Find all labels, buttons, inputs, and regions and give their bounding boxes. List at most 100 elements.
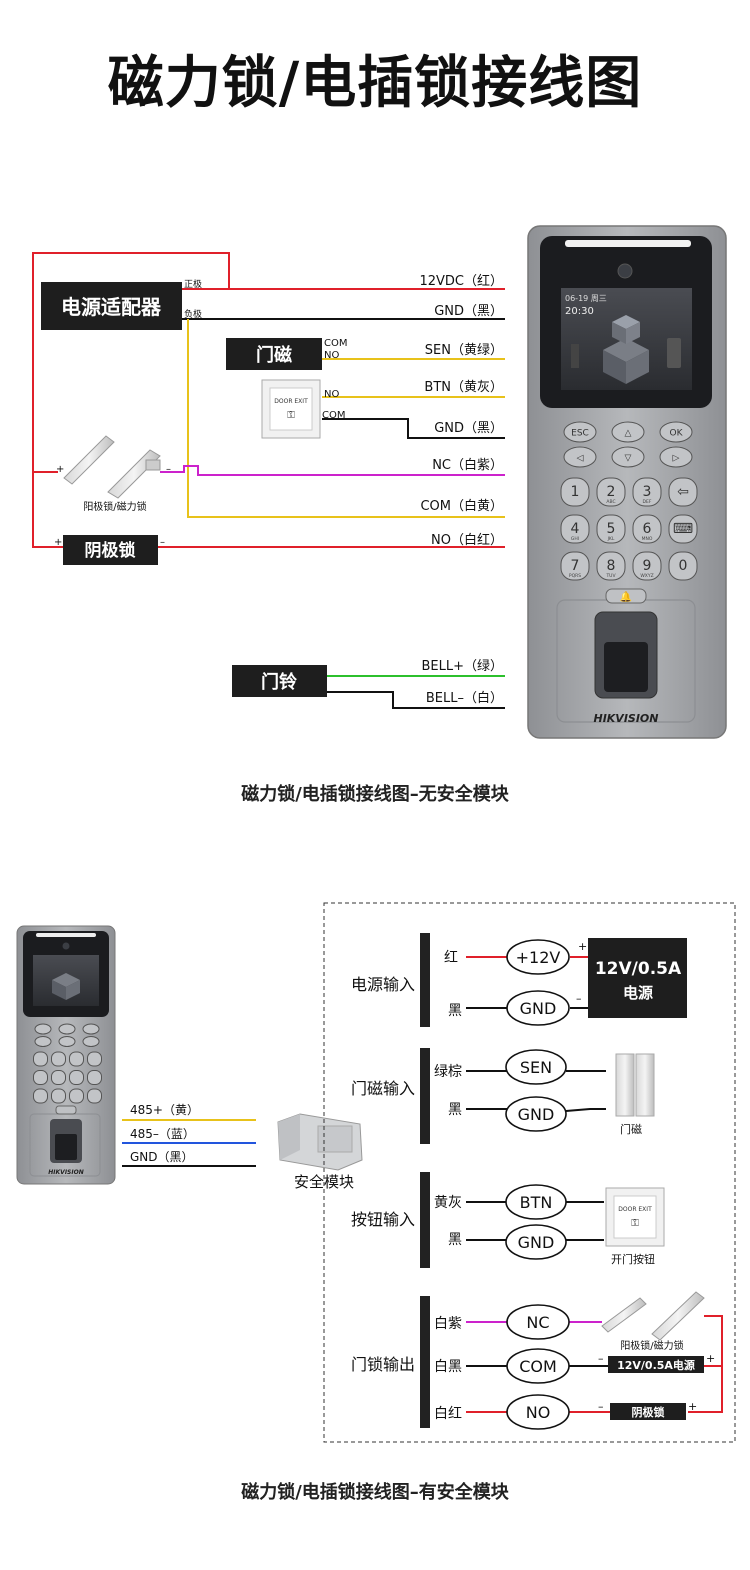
key-label: OK xyxy=(670,429,684,439)
terminal-nc: NC xyxy=(526,1313,549,1332)
key-fn-2[interactable] xyxy=(82,1023,100,1035)
key-fn-0[interactable] xyxy=(34,1023,52,1035)
psu-minus: – xyxy=(576,992,582,1005)
key-num-3[interactable]: ⇦ xyxy=(668,477,698,507)
terminal-com: COM xyxy=(519,1357,557,1376)
key-num-8[interactable] xyxy=(33,1088,48,1104)
key-nav-2[interactable] xyxy=(82,1036,100,1047)
key-sublabel: JKL xyxy=(607,536,615,542)
key-nav-1[interactable] xyxy=(58,1036,76,1047)
cathode2-minus: – xyxy=(598,1400,604,1413)
key-num-9[interactable] xyxy=(51,1088,66,1104)
key-num-1[interactable] xyxy=(51,1051,66,1067)
key-num-2[interactable] xyxy=(69,1051,84,1067)
doorbell-box xyxy=(232,665,327,697)
key-num-5[interactable] xyxy=(51,1070,66,1085)
wire-label-sen: SEN（黄绿） xyxy=(425,343,503,358)
lock-caption-2: 阳极锁/磁力锁 xyxy=(620,1339,683,1352)
key-num-11[interactable]: 0 xyxy=(668,551,698,581)
security-module-terminal-frame xyxy=(323,902,736,1443)
lock-output-label: 门锁输出 xyxy=(351,1355,415,1374)
key-num-0[interactable] xyxy=(33,1051,48,1067)
key-sublabel: DEF xyxy=(643,499,652,505)
key-label: ▷ xyxy=(673,454,680,464)
screen-date: 06-19 周三 xyxy=(565,294,607,303)
exit-button-icon-2: DOOR EXIT ⚿ xyxy=(605,1187,665,1247)
psu2-label: 12V/0.5A电源 xyxy=(617,1358,695,1372)
doorbell-button[interactable] xyxy=(605,588,647,604)
key-num-10[interactable] xyxy=(69,1088,84,1104)
caption-with-module: 磁力锁/电插锁接线图–有安全模块 xyxy=(241,1482,509,1503)
security-module-icon xyxy=(277,1113,363,1171)
rs485-gnd: GND（黑） xyxy=(130,1150,194,1164)
brand-logo-small: HIKVISION xyxy=(48,1169,83,1176)
terminal-gnd-door: GND xyxy=(518,1105,555,1124)
key-sublabel: WXYZ xyxy=(640,573,653,579)
key-fn-1[interactable]: △ xyxy=(611,421,645,443)
power-adapter-box xyxy=(41,282,182,330)
wire-label-gnd2: GND（黑） xyxy=(434,421,503,436)
key-num-4[interactable] xyxy=(33,1070,48,1085)
key-nav-2[interactable]: ▷ xyxy=(659,446,693,468)
key-num-0[interactable]: 1 xyxy=(560,477,590,507)
key-label: ◁ xyxy=(577,454,584,464)
adapter-positive-label: 正极 xyxy=(184,278,202,290)
wire-label-btn: BTN（黄灰） xyxy=(424,380,503,395)
screen-door-icon xyxy=(667,338,681,368)
key-num-3[interactable] xyxy=(87,1051,102,1067)
door-sensor-com: COM xyxy=(324,338,347,349)
key-label: △ xyxy=(625,429,632,439)
wire-color-red: 红 xyxy=(444,950,458,966)
key-fn-2[interactable]: OK xyxy=(659,421,693,443)
magnetic-lock-icon xyxy=(63,435,161,499)
lock-minus: – xyxy=(166,464,171,475)
fingerprint-sensor[interactable] xyxy=(604,642,648,692)
key-sublabel: PQRS xyxy=(569,573,581,579)
rs485-plus: 485+（黄） xyxy=(130,1103,199,1117)
lock-caption: 阳极锁/磁力锁 xyxy=(83,500,146,513)
key-sublabel: ABC xyxy=(606,499,615,505)
wire-label-nc: NC（白紫） xyxy=(432,457,503,473)
key-label: 7 xyxy=(571,558,580,574)
rs485-minus: 485–（蓝） xyxy=(130,1127,195,1141)
key-num-11[interactable] xyxy=(87,1088,102,1104)
key-fn-1[interactable] xyxy=(58,1023,76,1035)
terminal-12v: +12V xyxy=(516,948,561,967)
wire-color-black-3: 黑 xyxy=(448,1232,462,1248)
cathode2-plus: + xyxy=(688,1400,697,1413)
key-nav-0[interactable]: ◁ xyxy=(563,446,597,468)
wire-label-com: COM（白黄） xyxy=(420,498,503,514)
key-num-7[interactable]: ⌨ xyxy=(668,514,698,544)
screen-time: 20:30 xyxy=(565,306,594,317)
psu-plus: + xyxy=(578,940,587,953)
wire-label-gnd: GND（黑） xyxy=(434,304,503,319)
key-num-7[interactable] xyxy=(87,1070,102,1085)
door-sensor-box xyxy=(226,338,322,370)
bell-icon: 🔔 xyxy=(620,591,632,603)
button-input-label: 按钮输入 xyxy=(351,1210,415,1229)
key-fn-0[interactable]: ESC xyxy=(563,421,597,443)
doorbell-label: 门铃 xyxy=(261,671,297,693)
cathode-lock-box xyxy=(63,535,158,565)
door-sensor-caption: 门磁 xyxy=(620,1122,642,1136)
key-label: ⇦ xyxy=(677,484,689,500)
access-terminal-small: HIKVISION xyxy=(16,925,116,1185)
key-num-6[interactable] xyxy=(69,1070,84,1085)
wire-color-white-black: 白黑 xyxy=(434,1359,462,1375)
key-nav-0[interactable] xyxy=(34,1036,52,1047)
key-nav-1[interactable]: ▽ xyxy=(611,446,645,468)
key-sublabel: TUV xyxy=(605,573,616,579)
terminals xyxy=(505,939,570,1430)
power-input-bar xyxy=(420,933,430,1027)
psu-rating: 12V/0.5A xyxy=(595,959,682,979)
